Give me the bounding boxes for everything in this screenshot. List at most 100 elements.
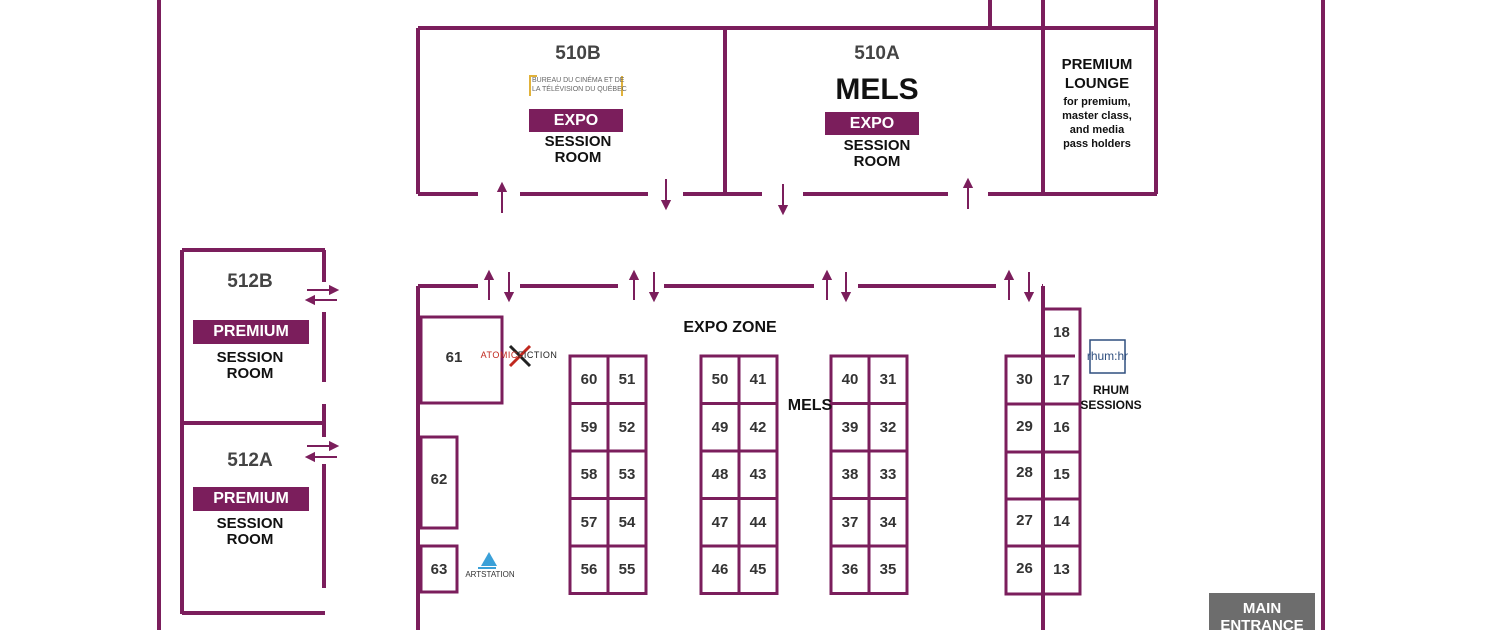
room-512a-title-1: SESSION	[216, 515, 284, 532]
booth-31[interactable]: 31	[879, 371, 897, 389]
booth-51[interactable]: 51	[618, 371, 636, 389]
premium-lounge-desc4: pass holders	[1063, 138, 1131, 150]
booth-50[interactable]: 50	[711, 371, 729, 389]
booth-60[interactable]: 60	[580, 371, 598, 389]
booth-47[interactable]: 47	[711, 513, 729, 531]
booth-61[interactable]: 61	[445, 348, 463, 366]
booth-62[interactable]: 62	[430, 470, 448, 488]
bureau-cinema-logo: BUREAU DU CINÉMA ET DE LA TÉLÉVISION DU …	[532, 76, 627, 94]
booth-52[interactable]: 52	[618, 418, 636, 436]
booth-32[interactable]: 32	[879, 418, 897, 436]
premium-lounge-line1: PREMIUM	[1061, 56, 1133, 73]
booth-outline	[867, 544, 909, 595]
main-entrance-line2: ENTRANCE	[1220, 617, 1304, 634]
booth-54[interactable]: 54	[618, 513, 636, 531]
booth-39[interactable]: 39	[841, 418, 859, 436]
booth-48[interactable]: 48	[711, 466, 729, 484]
room-510a-title-1: SESSION	[843, 137, 911, 154]
booth-15[interactable]: 15	[1053, 465, 1070, 483]
booth-30[interactable]: 30	[1016, 370, 1033, 388]
arrow-head-icon	[329, 284, 340, 296]
booth-16[interactable]: 16	[1053, 418, 1070, 436]
booth-14[interactable]: 14	[1053, 512, 1070, 530]
bureau-cinema-line2: LA TÉLÉVISION DU QUÉBEC	[532, 86, 627, 93]
booth-63[interactable]: 63	[430, 560, 448, 578]
mels-logo: MELS	[835, 73, 919, 106]
room-512b-title-1: SESSION	[216, 349, 284, 366]
atomic-fiction-x-icon	[508, 344, 532, 368]
booth-outline	[606, 544, 648, 595]
booth-40[interactable]: 40	[841, 371, 859, 389]
room-510b-tag: EXPO	[529, 109, 623, 132]
booth-33[interactable]: 33	[879, 466, 897, 484]
mels-center-label: MELS	[787, 397, 833, 414]
arrow-head-icon	[1023, 292, 1035, 303]
artstation-label: ARTSTATION	[465, 570, 515, 579]
room-510b-title-2: ROOM	[554, 149, 602, 166]
booth-43[interactable]: 43	[749, 466, 767, 484]
arrow-head-icon	[304, 294, 315, 306]
rhum-logo-frame	[1089, 339, 1126, 374]
room-512a-title-2: ROOM	[226, 531, 274, 548]
atomic-fiction-part1: ATOMIC	[480, 350, 518, 360]
arrow-head-icon	[821, 269, 833, 280]
room-510b-title: SESSION ROOM	[528, 134, 628, 166]
booth-outline	[737, 544, 779, 595]
booth-56[interactable]: 56	[580, 561, 598, 579]
atomic-fiction-part2: FICTION	[517, 350, 558, 360]
booth-45[interactable]: 45	[749, 561, 767, 579]
booth-18[interactable]: 18	[1053, 323, 1070, 341]
booth-26[interactable]: 26	[1016, 559, 1033, 577]
rhum-sessions-line2: SESSIONS	[1080, 398, 1142, 412]
room-512b-tag: PREMIUM	[193, 320, 309, 344]
booth-34[interactable]: 34	[879, 513, 897, 531]
booth-17[interactable]: 17	[1053, 371, 1070, 389]
booth-41[interactable]: 41	[749, 371, 767, 389]
booth-42[interactable]: 42	[749, 418, 767, 436]
room-512b-id: 512B	[227, 271, 273, 292]
room-512b-title: SESSION ROOM	[200, 350, 300, 382]
room-512a-id: 512A	[227, 450, 273, 471]
booth-13[interactable]: 13	[1053, 560, 1070, 578]
room-510b-title-1: SESSION	[544, 133, 612, 150]
arrow-head-icon	[628, 269, 640, 280]
booth-29[interactable]: 29	[1016, 417, 1033, 435]
premium-lounge-desc1: for premium,	[1063, 96, 1131, 108]
arrow-head-icon	[962, 177, 974, 188]
booth-44[interactable]: 44	[749, 513, 767, 531]
main-entrance-line1: MAIN	[1242, 600, 1282, 617]
arrow-head-icon	[1003, 269, 1015, 280]
rhum-logo-text: rhum:hr	[1086, 349, 1129, 363]
arrow-head-icon	[496, 181, 508, 192]
booth-57[interactable]: 57	[580, 513, 598, 531]
arrow-head-icon	[503, 292, 515, 303]
arrow-head-icon	[304, 451, 315, 463]
room-510a-title-2: ROOM	[853, 153, 901, 170]
booth-37[interactable]: 37	[841, 513, 859, 531]
booth-27[interactable]: 27	[1016, 511, 1033, 529]
booth-38[interactable]: 38	[841, 466, 859, 484]
arrow-head-icon	[648, 292, 660, 303]
booth-28[interactable]: 28	[1016, 463, 1033, 481]
rhum-sessions-label: RHUM SESSIONS	[1076, 383, 1146, 413]
booth-59[interactable]: 59	[580, 418, 598, 436]
premium-lounge-desc2: master class,	[1062, 110, 1132, 122]
atomic-fiction-logo: ATOMICFICTION	[474, 350, 564, 360]
artstation-logo-icon	[478, 552, 497, 569]
premium-lounge-desc: for premium, master class, and media pas…	[1046, 95, 1148, 151]
room-512b-title-2: ROOM	[226, 365, 274, 382]
booth-55[interactable]: 55	[618, 561, 636, 579]
booth-49[interactable]: 49	[711, 418, 729, 436]
arrow-head-icon	[840, 292, 852, 303]
bureau-cinema-line1: BUREAU DU CINÉMA ET DE	[532, 77, 625, 84]
booth-58[interactable]: 58	[580, 466, 598, 484]
arrow-head-icon	[329, 440, 340, 452]
booth-46[interactable]: 46	[711, 561, 729, 579]
arrow-head-icon	[660, 200, 672, 211]
main-entrance: MAIN ENTRANCE	[1209, 593, 1315, 634]
booth-36[interactable]: 36	[841, 561, 859, 579]
booth-53[interactable]: 53	[618, 466, 636, 484]
booth-35[interactable]: 35	[879, 561, 897, 579]
expo-zone-label: EXPO ZONE	[683, 319, 777, 336]
